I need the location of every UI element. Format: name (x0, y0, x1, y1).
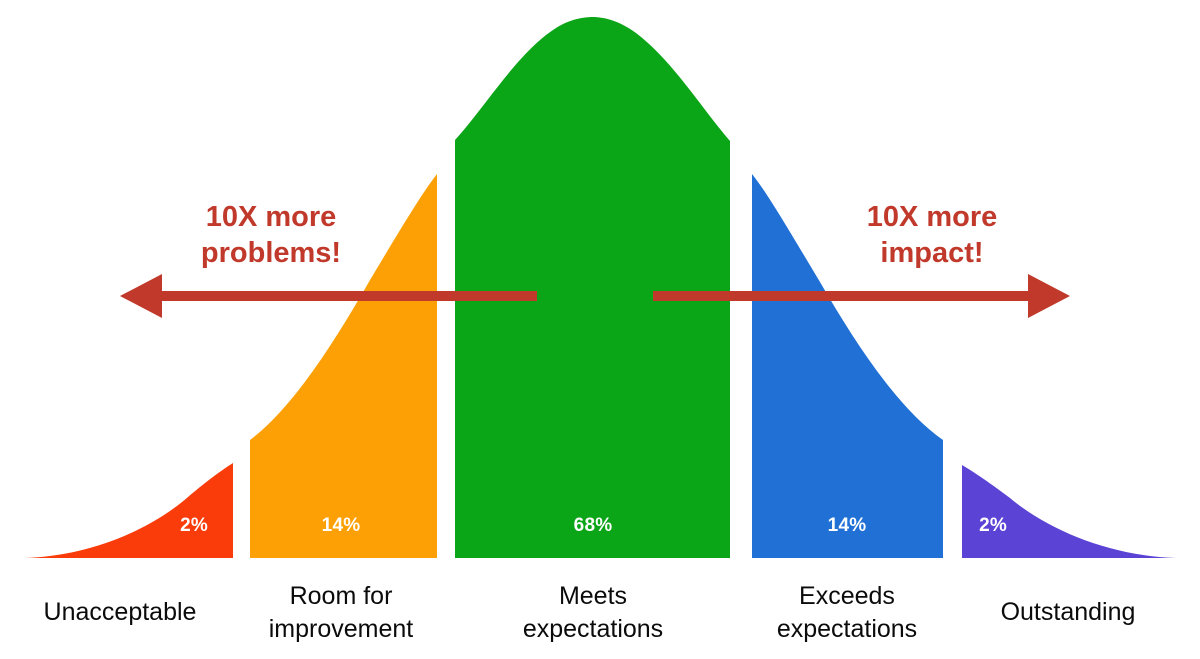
segment-shape-room-for-improvement (250, 174, 437, 558)
category-label-outstanding: Outstanding (1000, 598, 1136, 626)
left-arrow (120, 274, 537, 318)
category-label-meets-expectations: Meets expectations (522, 582, 664, 643)
segment-shape-meets-expectations (455, 17, 730, 558)
category-label-room-for-improvement: Room for improvement (268, 582, 414, 643)
segment-shape-unacceptable (24, 463, 233, 558)
callout-left-problems: 10X more problems! (200, 201, 342, 269)
percent-label-unacceptable: 2% (180, 515, 208, 536)
percent-label-meets-expectations: 68% (573, 515, 613, 536)
category-label-exceeds-expectations: Exceeds expectations (776, 582, 918, 643)
callout-right-impact: 10X more impact! (866, 201, 998, 269)
category-label-unacceptable: Unacceptable (43, 598, 197, 626)
percent-label-outstanding: 2% (979, 515, 1007, 536)
segment-shape-exceeds-expectations (752, 174, 943, 558)
right-arrow (653, 274, 1070, 318)
percent-label-room-for-improvement: 14% (321, 515, 361, 536)
segment-shape-outstanding (962, 465, 1176, 558)
percent-label-exceeds-expectations: 14% (827, 515, 867, 536)
